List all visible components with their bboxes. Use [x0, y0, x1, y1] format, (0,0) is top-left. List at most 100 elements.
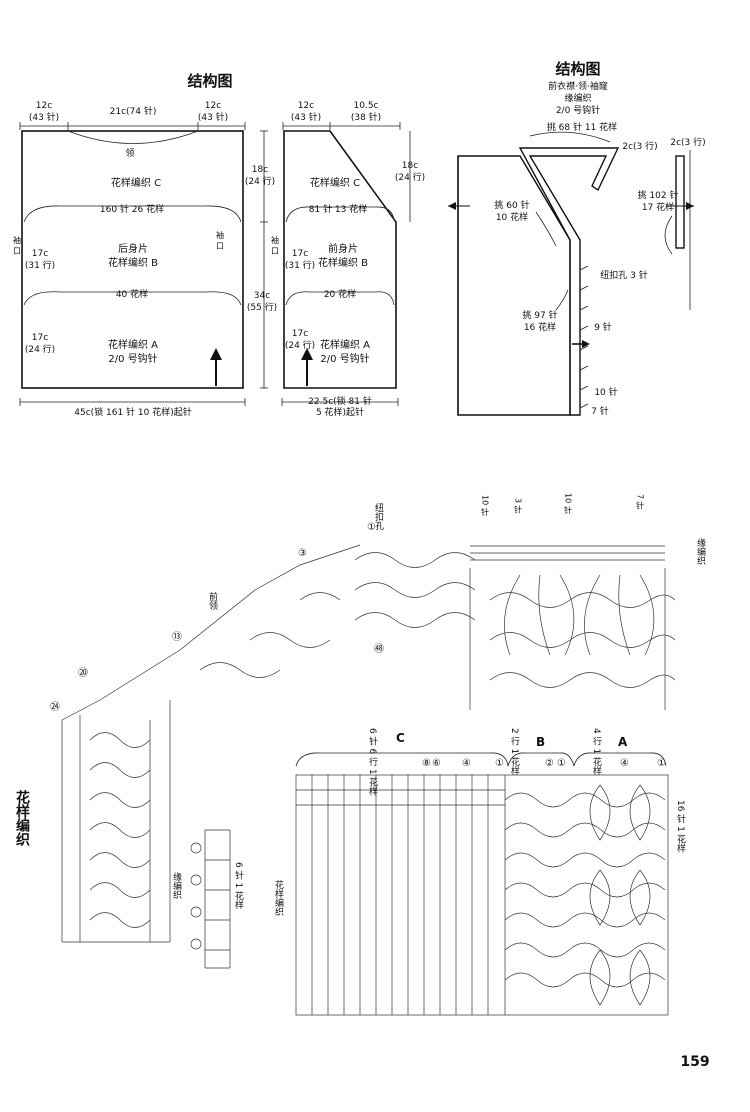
front-armhole: 袖 口: [271, 235, 280, 255]
structure-title-right: 结构图: [555, 60, 600, 78]
row-marker-13: ⑬: [172, 631, 182, 643]
side-34c: 34c: [254, 291, 270, 301]
finishing-subtitle: 前衣襟·领·袖窿: [548, 80, 608, 92]
row-marker-3: ③: [298, 548, 307, 559]
stitch-chart-upper: 纽扣孔 前领 缘编织 10 针 3 针 10 针 7 针 ① ③ ⑬ ⑳ ㉔ ㊽: [50, 493, 706, 943]
back-pattern-c: 花样编织 C: [111, 176, 161, 189]
back-armhole-right: 袖 口: [216, 230, 225, 250]
front-repeats: 20 花样: [324, 288, 356, 300]
front-pattern-b: 花样编织 B: [318, 256, 368, 269]
front-pattern-c: 花样编织 C: [310, 176, 360, 189]
finishing-diagram: 结构图 前衣襟·领·袖窿 缘编织 2/0 号钩针 挑 68 针 11 花样 2c…: [448, 60, 706, 417]
edging-chart-small: 缘编织 6 针 1 花样: [171, 829, 244, 969]
row-marker-24: ㉔: [50, 701, 60, 713]
buttonhole-3: 纽扣孔 3 针: [600, 269, 647, 281]
chart-c-letter: C: [396, 731, 405, 745]
chart-row-1: ①: [495, 758, 504, 769]
chart-buttonhole: 纽扣孔: [373, 502, 384, 531]
chart-row-1c: ①: [657, 758, 666, 769]
chart-row-1b: ①: [557, 758, 566, 769]
pickup-102: 挑 102 针: [638, 189, 679, 201]
chart-top-10a: 10 针: [481, 495, 490, 517]
front-left-17c-2: 17c: [292, 329, 308, 339]
front-left-17c: 17c: [292, 249, 308, 259]
back-neck-label: 领: [125, 147, 134, 159]
back-pattern-b: 花样编织 B: [108, 256, 158, 269]
back-top-right-dim: 12c: [205, 101, 221, 111]
rows-2c-a: 2c(3 行): [622, 140, 657, 152]
finishing-edging-title: 缘编织: [564, 92, 591, 104]
chart-row-2: ②: [545, 758, 554, 769]
front-left-rows24: (24 行): [285, 339, 315, 351]
front-piece-diagram: 12c (43 针) 10.5c (38 针) 花样编织 C 81 针 13 花…: [245, 101, 425, 418]
front-right-18c: 18c: [402, 161, 418, 171]
front-top-right-dim: 10.5c: [354, 101, 379, 111]
back-top-left-sts: (43 针): [29, 111, 59, 123]
front-bottom-dim: 22.5c(锁 81 针: [308, 395, 372, 407]
front-top-right-sts: (38 针): [351, 111, 381, 123]
side-rows55: (55 行): [247, 301, 277, 313]
back-left-17c-2: 17c: [32, 333, 48, 343]
pickup-60: 挑 60 针: [494, 199, 529, 211]
back-armhole-left: 袖 口: [13, 235, 22, 255]
chart-row-8: ⑧: [422, 758, 431, 769]
chart-a-repeat: 4 行 1 花样: [591, 728, 602, 776]
back-top-mid-dim: 21c(74 针): [110, 105, 157, 117]
front-right-rows24: (24 行): [395, 171, 425, 183]
chart-row-4b: ④: [620, 758, 629, 769]
repeats-17: 17 花样: [642, 201, 674, 213]
chart-section-title: 花样编织: [14, 789, 30, 847]
chart-neckline: 前领: [207, 591, 218, 611]
row-marker-1: ①: [367, 522, 376, 533]
back-pattern-a: 花样编织 A: [108, 338, 158, 351]
back-left-17c: 17c: [32, 249, 48, 259]
chart-edging-right: 缘编织: [695, 537, 706, 566]
chart-top-3: 3 针: [514, 498, 523, 515]
chart-top-10b: 10 针: [564, 493, 573, 515]
front-left-rows31: (31 行): [285, 259, 315, 271]
back-top-right-sts: (43 针): [198, 111, 228, 123]
back-repeats: 40 花样: [116, 288, 148, 300]
chart-c-repeat: 6 针 6 行 1 花样: [367, 728, 378, 796]
back-hook: 2/0 号钩针: [108, 352, 157, 365]
front-top-left-sts: (43 针): [291, 111, 321, 123]
chart-right-repeat: 16 针 1 花样: [675, 800, 686, 854]
rows-2c-b: 2c(3 行): [670, 136, 705, 148]
finishing-hook: 2/0 号钩针: [556, 104, 600, 116]
sts-7: 7 针: [591, 405, 609, 417]
pickup-68: 挑 68 针 11 花样: [547, 121, 617, 133]
back-piece-name: 后身片: [118, 242, 148, 255]
back-left-rows31: (31 行): [25, 259, 55, 271]
chart-b-repeat: 2 行 1 花样: [509, 728, 520, 776]
repeats-10: 10 花样: [496, 211, 528, 223]
pickup-97: 挑 97 针: [522, 309, 557, 321]
side-18c: 18c: [252, 165, 268, 175]
chart-row-4: ④: [462, 758, 471, 769]
pattern-chart-main: 6 针 6 行 1 花样 C 2 行 1 花样 B 4 行 1 花样 A ⑧ ⑥…: [273, 728, 686, 1016]
chart-b-letter: B: [536, 735, 545, 749]
repeats-16: 16 花样: [524, 321, 556, 333]
page-number: 159: [680, 1054, 709, 1070]
small-edging-label: 缘编织: [171, 871, 182, 900]
back-left-rows24: (24 行): [25, 343, 55, 355]
back-st-count: 160 针 26 花样: [100, 203, 164, 215]
front-hook: 2/0 号钩针: [320, 352, 369, 365]
front-piece-name: 前身片: [328, 242, 358, 255]
front-bottom-dim-2: 5 花样)起针: [316, 406, 364, 418]
row-marker-20: ⑳: [78, 667, 88, 679]
chart-pattern-label: 花样编织: [273, 879, 284, 917]
front-pattern-a: 花样编织 A: [320, 338, 370, 351]
sts-10: 10 针: [594, 386, 617, 398]
row-marker-55: ㊽: [374, 643, 384, 655]
back-piece-diagram: 12c (43 针) 21c(74 针) 12c (43 针) 领 花样编织 C…: [13, 101, 246, 418]
back-top-left-dim: 12c: [36, 101, 52, 111]
chart-row-6: ⑥: [432, 758, 441, 769]
front-top-left-dim: 12c: [298, 101, 314, 111]
chart-a-letter: A: [618, 735, 628, 749]
side-rows24: (24 行): [245, 175, 275, 187]
front-st-count: 81 针 13 花样: [309, 203, 368, 215]
chart-top-7: 7 针: [636, 494, 645, 511]
sts-9: 9 针: [594, 321, 612, 333]
back-bottom-dim: 45c(锁 161 针 10 花样)起针: [74, 406, 192, 418]
